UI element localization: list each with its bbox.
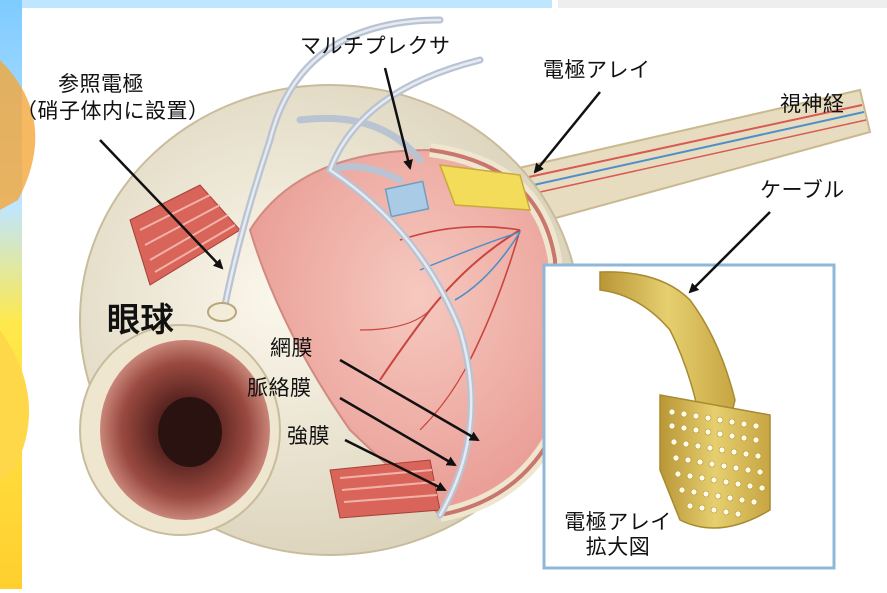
label-choroid: 脈絡膜	[247, 376, 312, 400]
label-reference-electrode-location: （硝子体内に設置）	[16, 99, 210, 123]
label-eyeball: 眼球	[107, 302, 174, 338]
inset-caption-title: 電極アレイ	[548, 510, 688, 534]
label-retina: 網膜	[270, 336, 313, 360]
iris-shape	[80, 325, 280, 535]
reference-electrode-tip	[208, 303, 236, 321]
label-sclera: 強膜	[287, 424, 330, 448]
label-optic-nerve: 視神経	[780, 92, 845, 116]
label-multiplexer: マルチプレクサ	[300, 34, 451, 58]
label-cable: ケーブル	[760, 178, 845, 202]
label-reference-electrode: 参照電極	[58, 72, 144, 96]
inset-caption-subtitle: 拡大図	[548, 535, 688, 559]
label-electrode-array: 電極アレイ	[543, 58, 651, 82]
